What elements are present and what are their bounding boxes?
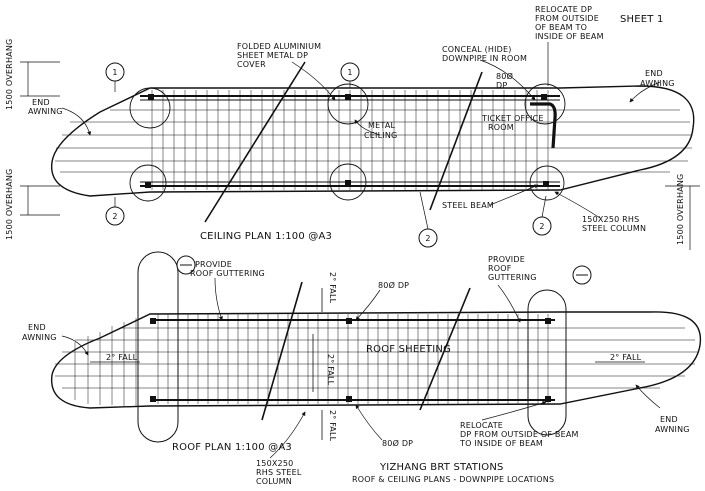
grid-markers [105, 62, 552, 248]
roof-grid-vertical [157, 314, 549, 404]
ceiling-plan-title: CEILING PLAN 1:100 @A3 [200, 231, 332, 242]
label-overhang-top: 1500 OVERHANG [5, 39, 14, 110]
label-fall-bottom: 2° FALL [328, 410, 337, 442]
label-metal-ceiling: METAL [368, 121, 395, 130]
label-relocate-dp: RELOCATE [460, 421, 503, 430]
svg-text:AWNING: AWNING [640, 79, 675, 88]
svg-text:DP FROM OUTSIDE OF BEAM: DP FROM OUTSIDE OF BEAM [460, 430, 579, 439]
ceiling-grid-vertical [151, 90, 549, 190]
break-line [204, 61, 306, 223]
svg-text:CEILING: CEILING [364, 131, 397, 140]
label-dp-top: 80Ø DP [378, 280, 409, 290]
break-line [419, 287, 471, 411]
grid-marker-label: 2 [425, 234, 430, 243]
svg-text:AWNING: AWNING [28, 107, 63, 116]
svg-text:AWNING: AWNING [22, 333, 57, 342]
label-dp-size: 80Ø [496, 71, 513, 81]
downpipe-callouts [129, 83, 566, 202]
label-steel-beam: STEEL BEAM [442, 201, 494, 210]
roof-plan-outline [50, 311, 702, 409]
label-ticket-office: TICKET OFFICE [481, 114, 544, 123]
label-roof-sheeting: ROOF SHEETING [366, 344, 451, 355]
label-end-awning-left: END [28, 323, 46, 332]
svg-text:SHEET METAL DP: SHEET METAL DP [237, 51, 308, 60]
label-fall-left: 2° FALL [106, 353, 138, 362]
label-rhs-column: 150X250 [256, 459, 293, 468]
roof-plan: PROVIDE ROOF GUTTERING PROVIDE ROOF GUTT… [22, 251, 702, 486]
svg-text:AWNING: AWNING [655, 425, 690, 434]
label-dp-bottom: 80Ø DP [382, 438, 413, 448]
grid-marker-label: 1 [112, 68, 117, 77]
label-folded-cover: FOLDED ALUMINIUM [237, 42, 321, 51]
svg-text:COLUMN: COLUMN [256, 477, 292, 486]
drawing-title: YIZHANG BRT STATIONS [379, 462, 504, 473]
gutter-capsule-left [137, 251, 179, 443]
label-relocate-dp: RELOCATE DP [535, 5, 592, 14]
label-overhang-bottom: 1500 OVERHANG [5, 169, 14, 240]
columns [145, 94, 549, 188]
svg-text:INSIDE OF BEAM: INSIDE OF BEAM [535, 32, 604, 41]
grid-marker-label: 2 [112, 212, 117, 221]
ceiling-plan-outline [50, 85, 695, 197]
svg-text:ROOM: ROOM [488, 123, 514, 132]
svg-text:OF BEAM TO: OF BEAM TO [535, 23, 587, 32]
label-provide-gutter-right: PROVIDE [488, 255, 525, 264]
svg-text:ROOF GUTTERING: ROOF GUTTERING [190, 269, 265, 278]
svg-text:COVER: COVER [237, 60, 266, 69]
svg-text:DOWNPIPE IN ROOM: DOWNPIPE IN ROOM [442, 54, 527, 63]
sheet-label: SHEET 1 [620, 14, 664, 25]
label-end-awning-right: END [660, 415, 678, 424]
svg-text:TO INSIDE OF BEAM: TO INSIDE OF BEAM [459, 439, 543, 448]
svg-text:ROOF: ROOF [488, 264, 512, 273]
svg-text:FROM OUTSIDE: FROM OUTSIDE [535, 14, 599, 23]
label-provide-gutter-left: PROVIDE [195, 260, 232, 269]
label-rhs-column: 150X250 RHS [582, 215, 639, 224]
ticket-office-wall [530, 102, 557, 149]
label-end-awning-left: END [32, 98, 50, 107]
roof-grid-horizontal [55, 327, 698, 389]
label-fall-right: 2° FALL [610, 353, 642, 362]
gutter-capsule-right [527, 289, 567, 436]
svg-text:GUTTERING: GUTTERING [488, 273, 537, 282]
svg-text:STEEL COLUMN: STEEL COLUMN [582, 224, 646, 233]
grid-marker-label: 1 [347, 68, 352, 77]
label-overhang-right: 1500 OVERHANG [676, 174, 685, 245]
grid-marker-label: 2 [539, 222, 544, 231]
ceiling-grid-horizontal [55, 109, 692, 173]
label-fall-mid: 2° FALL [326, 354, 335, 386]
label-conceal-downpipe: CONCEAL (HIDE) [442, 45, 512, 54]
ceiling-plan: 1 2 1 2 2 SHEET 1 FOLDED ALUMIN [5, 5, 700, 250]
svg-text:RHS STEEL: RHS STEEL [256, 468, 302, 477]
break-line [429, 71, 483, 211]
label-end-awning-right: END [645, 69, 663, 78]
roof-plan-title: ROOF PLAN 1:100 @A3 [172, 442, 292, 453]
break-line [261, 281, 303, 421]
svg-text:DP: DP [496, 81, 507, 90]
drawing-subtitle: ROOF & CEILING PLANS - DOWNPIPE LOCATION… [352, 475, 554, 484]
label-fall-top: 2° FALL [328, 272, 337, 304]
